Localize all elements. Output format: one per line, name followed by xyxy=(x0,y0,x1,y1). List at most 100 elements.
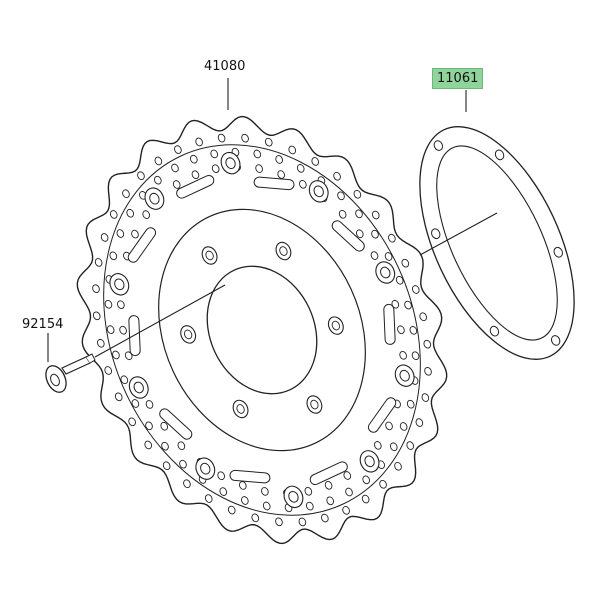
vent-hole xyxy=(355,229,364,239)
vent-hole xyxy=(195,137,203,147)
vent-hole xyxy=(94,258,103,267)
part-number-92154[interactable]: 92154 xyxy=(22,317,64,332)
bolt-92154[interactable] xyxy=(42,353,96,395)
vent-hole xyxy=(92,311,101,321)
vent-hole xyxy=(298,517,307,527)
vent-hole xyxy=(251,513,260,523)
bolt-hole-inner xyxy=(310,399,319,410)
vent-hole xyxy=(275,155,283,164)
mounting-boss xyxy=(195,457,216,480)
carrier-slot xyxy=(331,220,365,252)
mounting-boss xyxy=(359,450,380,473)
vent-hole xyxy=(355,209,363,219)
gasket-hole xyxy=(431,228,441,240)
vent-hole xyxy=(190,154,198,164)
mounting-boss-hole xyxy=(380,266,391,279)
vent-hole xyxy=(388,233,396,243)
carrier-slot xyxy=(229,469,271,484)
vent-hole xyxy=(404,300,412,310)
mounting-boss-hole xyxy=(200,462,211,475)
vent-hole xyxy=(154,156,163,166)
vent-hole xyxy=(210,149,219,159)
mounting-boss-hole xyxy=(114,278,125,291)
vent-hole xyxy=(114,392,123,402)
bolt-hole xyxy=(180,325,197,344)
carrier-slot xyxy=(176,174,215,199)
vent-hole xyxy=(406,441,415,450)
vent-hole xyxy=(217,133,226,143)
vent-hole xyxy=(296,164,305,173)
mounting-boss xyxy=(109,273,130,296)
gasket-11061[interactable] xyxy=(388,104,600,383)
vent-hole xyxy=(385,421,393,431)
gasket-bolt-holes xyxy=(431,140,563,346)
vent-hole xyxy=(338,209,347,219)
disc-mounting-bosses xyxy=(109,151,415,509)
vent-hole xyxy=(384,252,393,261)
bolt-hole xyxy=(327,316,344,335)
vent-hole xyxy=(204,494,213,503)
mounting-boss xyxy=(220,151,241,175)
vent-hole xyxy=(104,299,113,309)
mounting-boss-hole xyxy=(313,185,324,198)
gasket-inner-ring xyxy=(436,145,558,341)
vent-hole xyxy=(321,513,329,523)
gasket-hole xyxy=(550,335,561,346)
bolt-axis-line xyxy=(94,284,226,358)
vent-hole xyxy=(117,300,125,309)
disc-carrier-slots xyxy=(127,174,397,486)
carrier-slot xyxy=(383,303,396,345)
vent-hole xyxy=(92,284,100,294)
vent-hole xyxy=(423,339,432,349)
vent-hole xyxy=(120,375,129,385)
vent-hole xyxy=(183,479,191,489)
vent-hole xyxy=(371,210,380,220)
vent-hole xyxy=(424,366,432,376)
vent-hole xyxy=(100,233,109,242)
vent-hole xyxy=(179,459,187,469)
vent-hole xyxy=(333,171,341,181)
vent-hole xyxy=(411,285,420,294)
part-number-11061[interactable]: 11061 xyxy=(432,68,484,89)
vent-hole xyxy=(241,496,249,505)
carrier-slot xyxy=(367,397,397,433)
carrier-slot xyxy=(127,227,157,263)
vent-hole xyxy=(239,481,247,490)
disc-inner-ring xyxy=(103,144,421,516)
vent-hole xyxy=(171,163,179,173)
vent-hole xyxy=(128,417,136,427)
carrier-slot xyxy=(253,176,295,191)
bolt-hole-inner xyxy=(236,404,245,414)
gasket-hole xyxy=(553,246,563,258)
part-number-41080[interactable]: 41080 xyxy=(204,59,246,74)
vent-hole xyxy=(361,494,370,504)
vent-hole xyxy=(119,325,127,335)
vent-hole xyxy=(326,496,334,506)
bolt-hole xyxy=(201,246,218,265)
vent-hole xyxy=(219,487,228,496)
mounting-boss xyxy=(375,261,396,284)
vent-hole xyxy=(145,421,153,431)
vent-hole xyxy=(162,461,171,471)
bolt-head xyxy=(45,365,67,393)
vent-hole xyxy=(264,137,273,147)
vent-hole xyxy=(406,399,415,409)
vent-hole xyxy=(96,338,105,348)
vent-hole xyxy=(362,475,370,485)
vent-hole xyxy=(288,145,297,155)
vent-hole xyxy=(371,229,379,239)
vent-hole xyxy=(353,189,362,199)
vent-hole xyxy=(399,351,407,360)
disc-center-bore xyxy=(206,265,318,395)
vent-hole xyxy=(395,275,404,285)
vent-hole xyxy=(241,133,249,143)
mounting-boss-hole xyxy=(364,455,375,468)
vent-hole xyxy=(419,312,428,322)
bolt-hole-inner xyxy=(184,329,193,340)
brake-disc-41080[interactable] xyxy=(10,57,514,600)
vent-hole xyxy=(415,418,424,427)
bolt-head-socket xyxy=(50,373,60,387)
vent-hole xyxy=(394,461,402,471)
bolt-hole-inner xyxy=(205,250,214,261)
